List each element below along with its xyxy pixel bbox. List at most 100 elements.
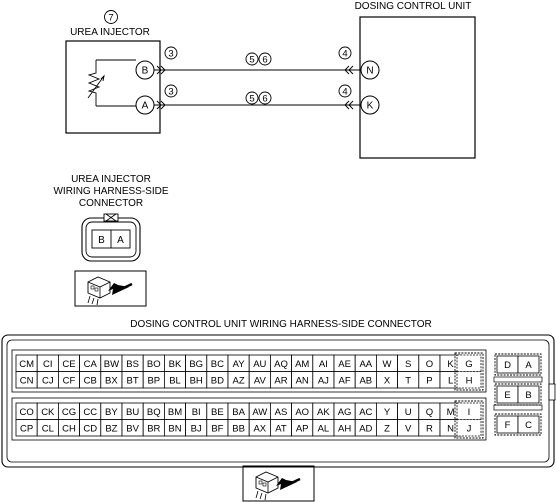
injector-title: UREA INJECTOR	[70, 27, 150, 38]
dcu-lower-pin-z: Z	[384, 423, 390, 434]
wire-b-mid-ref-1: 5	[249, 55, 254, 66]
dcu-upper-pin-cb: CB	[84, 375, 97, 386]
dcu-lower-pin-co: CO	[19, 407, 33, 418]
injector-view-direction-icon	[74, 270, 147, 307]
wire-b-right-ref: 4	[342, 49, 347, 60]
dcu-end-pin-j-cell	[456, 419, 482, 437]
wire-b-left-ref: 3	[168, 49, 173, 60]
dcu-title: DOSING CONTROL UNIT	[355, 1, 472, 12]
dcu-lower-pin-r: R	[426, 423, 433, 434]
wire-a-mid-ref-2: 6	[262, 94, 267, 105]
dcu-upper-pin-az: AZ	[233, 375, 245, 386]
dcu-lower-pin-m: M	[447, 407, 455, 418]
dcu-lower-pin-cg: CG	[62, 407, 76, 418]
injector-connector-face: B A	[81, 213, 141, 262]
dcu-view-direction-icon	[242, 465, 315, 502]
dcu-upper-pin-x: X	[384, 375, 391, 386]
dcu-upper-pin-ae: AE	[338, 359, 351, 370]
dcu-upper-pin-ar: AR	[274, 375, 287, 386]
dcu-lower-pin-ad: AD	[359, 423, 372, 434]
injector-connector-pin-a: A	[117, 235, 124, 246]
dcu-upper-housing	[11, 349, 487, 393]
dcu-upper-pin-cn: CN	[20, 375, 34, 386]
dcu-lower-pin-bi: BI	[192, 407, 201, 418]
dcu-side-pin-a: A	[525, 360, 532, 371]
dcu-upper-pin-ce: CE	[62, 359, 75, 370]
dcu-lower-pin-n: N	[447, 423, 454, 434]
dcu-upper-pin-aj: AJ	[318, 375, 329, 386]
dcu-lower-pin-ak: AK	[317, 407, 330, 418]
wire-a-left-ref: 3	[168, 87, 173, 98]
dcu-lower-pin-bv: BV	[126, 423, 139, 434]
dcu-upper-pin-bk: BK	[169, 359, 182, 370]
dcu-upper-pin-bw: BW	[104, 359, 119, 370]
dcu-upper-pin-k: K	[447, 359, 454, 370]
wire-a-k: 3 5 6 4	[154, 84, 361, 110]
wire-a-mid-ref-1: 5	[249, 94, 254, 105]
dcu-lower-pin-bn: BN	[168, 423, 181, 434]
injector-connector-title-3: CONNECTOR	[79, 198, 143, 209]
dcu-lower-pin-be: BE	[211, 407, 224, 418]
injector-coil-symbol	[87, 59, 136, 107]
dcu-side-rib-1	[493, 376, 543, 383]
dcu-lower-pin-ag: AG	[338, 407, 352, 418]
dcu-lower-pin-aw: AW	[252, 407, 267, 418]
svg-text:K: K	[367, 101, 374, 112]
dcu-lower-pin-ap: AP	[296, 423, 309, 434]
dcu-upper-pin-bp: BP	[147, 375, 160, 386]
dcu-upper-pin-bx: BX	[105, 375, 118, 386]
wire-b-n: 3 5 6 4	[154, 46, 361, 75]
dcu-lower-pin-bb: BB	[232, 423, 245, 434]
dcu-connector-title: DOSING CONTROL UNIT WIRING HARNESS-SIDE …	[130, 319, 432, 330]
dcu-lower-pin-u: U	[405, 407, 412, 418]
dcu-upper-pin-ca: CA	[84, 359, 98, 370]
dcu-side-pin-a-cell	[517, 355, 540, 374]
dcu-end-pin-j: J	[467, 423, 472, 434]
dcu-side-pin-c-cell	[517, 415, 540, 434]
dcu-upper-pin-bs: BS	[126, 359, 139, 370]
dcu-upper-pin-bg: BG	[189, 359, 203, 370]
dcu-side-pin-b: B	[525, 390, 531, 401]
injector-ref: 7	[108, 13, 113, 24]
dcu-side-pin-f: F	[505, 420, 511, 431]
dcu-upper-pin-ci: CI	[43, 359, 53, 370]
dcu-upper-pin-cm: CM	[19, 359, 34, 370]
dcu-side-frame-2	[494, 383, 542, 406]
svg-text:B: B	[142, 66, 149, 77]
dcu-end-pin-g: G	[465, 359, 472, 370]
wire-b-mid-ref-2: 6	[262, 55, 267, 66]
dcu-lower-pin-as: AS	[275, 407, 288, 418]
dcu-upper-pin-cj: CJ	[42, 375, 54, 386]
dcu-upper-pin-aq: AQ	[274, 359, 288, 370]
dcu-upper-pin-bo: BO	[147, 359, 161, 370]
dcu-lower-end-frame	[454, 400, 484, 439]
dcu-lower-pin-y: Y	[384, 407, 391, 418]
dcu-lower-pin-cd: CD	[83, 423, 97, 434]
injector-box	[65, 40, 161, 134]
wire-a-right-ref: 4	[342, 87, 347, 98]
dcu-lower-housing	[11, 397, 487, 441]
dcu-lower-pin-cc: CC	[83, 407, 97, 418]
dcu-upper-pin-ab: AB	[359, 375, 372, 386]
dcu-side-pin-e: E	[504, 390, 510, 401]
dcu-side-pin-b-cell	[517, 385, 540, 404]
dcu-upper-pin-aa: AA	[359, 359, 372, 370]
dcu-lower-pin-ch: CH	[62, 423, 76, 434]
dcu-lower-pin-bm: BM	[168, 407, 182, 418]
dcu-upper-pin-w: W	[383, 359, 392, 370]
dcu-upper-pin-l: L	[448, 375, 453, 386]
dcu-upper-pin-am: AM	[295, 359, 309, 370]
dcu-pin-n: N	[360, 60, 380, 80]
dcu-lower-pin-cl: CL	[42, 423, 54, 434]
dcu-side-frame-1	[494, 353, 542, 376]
dcu-lower-pin-ba: BA	[232, 407, 245, 418]
dcu-upper-pin-av: AV	[254, 375, 267, 386]
dcu-side-pin-c: C	[525, 420, 532, 431]
dcu-upper-pin-bd: BD	[211, 375, 224, 386]
dcu-end-pin-i: I	[468, 407, 471, 418]
dcu-upper-pin-o: O	[426, 359, 433, 370]
injector-connector-pin-b: B	[98, 235, 105, 246]
dcu-lower-pin-ah: AH	[338, 423, 351, 434]
dcu-upper-pin-au: AU	[253, 359, 266, 370]
